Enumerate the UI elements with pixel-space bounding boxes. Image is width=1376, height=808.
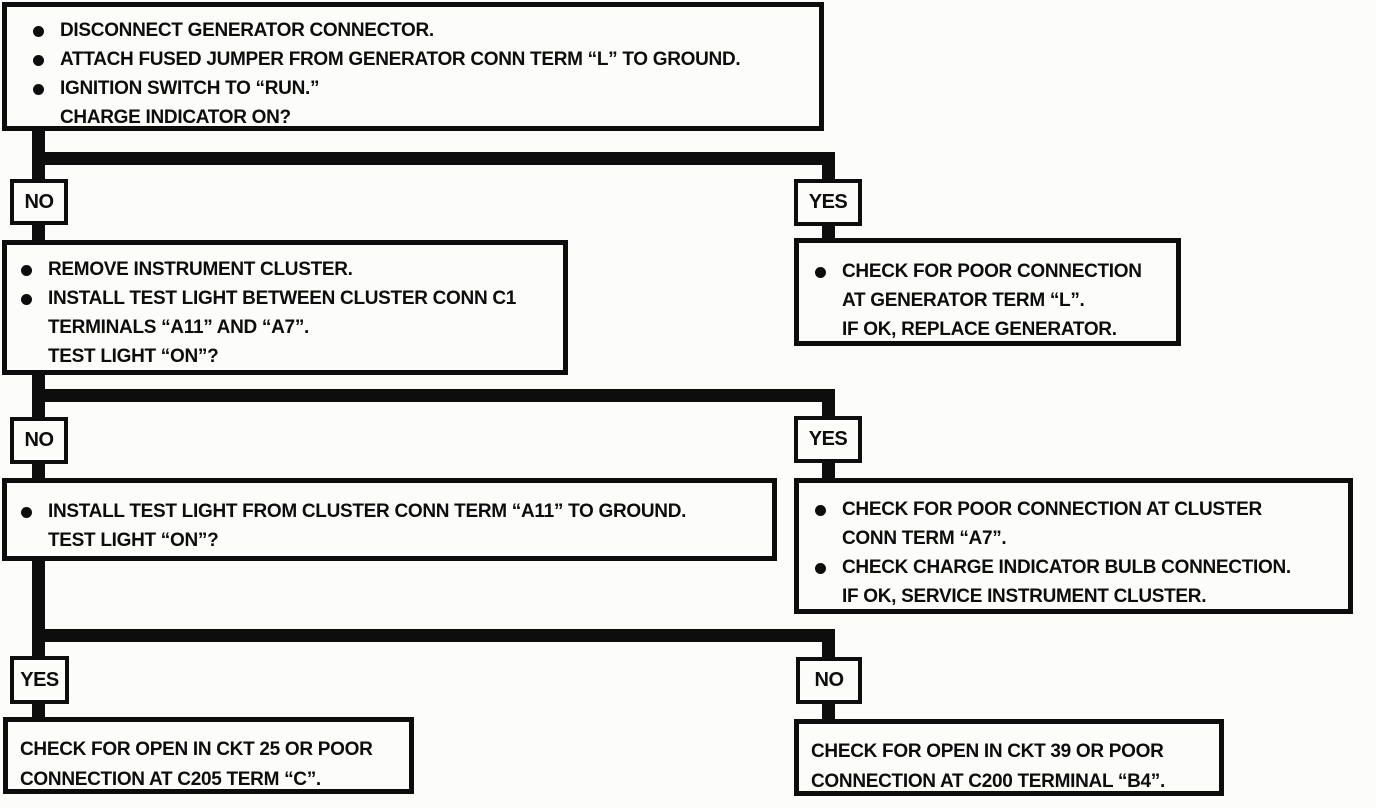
connector-yes2-to-result2: [822, 463, 835, 480]
branch3-yes-label: YES: [10, 656, 69, 704]
connector-drop-bar3-right: [822, 629, 835, 659]
text-line: CHECK FOR OPEN IN CKT 39 OR POOR: [811, 741, 1164, 762]
text-line: CHARGE INDICATOR ON?: [60, 107, 291, 128]
step-item: CHECK FOR POOR CONNECTION AT GENERATOR T…: [799, 257, 1176, 344]
text-line: TEST LIGHT “ON”?: [48, 346, 219, 367]
text-line: TERMINALS “A11” AND “A7”.: [48, 317, 309, 338]
text-line: INSTALL TEST LIGHT BETWEEN CLUSTER CONN …: [48, 288, 517, 309]
connector-no1-to-step2: [32, 225, 45, 243]
connector-bar-2: [32, 389, 835, 402]
connector-no3-to-result-ckt39: [822, 704, 835, 721]
bullet-icon: [815, 505, 826, 516]
connector-drop-step3-left: [32, 561, 45, 658]
bullet-icon: [21, 265, 32, 276]
connector-drop-bar1-right: [822, 152, 835, 181]
result-yes1-box: CHECK FOR POOR CONNECTION AT GENERATOR T…: [794, 238, 1181, 346]
branch3-no-label: NO: [796, 657, 862, 704]
text-line: CHECK CHARGE INDICATOR BULB CONNECTION.: [842, 557, 1291, 578]
bullet-icon: [21, 507, 32, 518]
text-line: IF OK, SERVICE INSTRUMENT CLUSTER.: [842, 586, 1207, 607]
result-yes2-box: CHECK FOR POOR CONNECTION AT CLUSTER CON…: [794, 478, 1353, 614]
no-label-text: NO: [814, 669, 845, 691]
step-item: REMOVE INSTRUMENT CLUSTER.: [7, 255, 563, 284]
bullet-icon: [33, 26, 44, 37]
text-line: AT GENERATOR TERM “L”.: [842, 290, 1085, 311]
connector-no2-to-step3: [32, 464, 45, 480]
text-line: TEST LIGHT “ON”?: [48, 530, 219, 551]
text-line: CHECK FOR POOR CONNECTION AT CLUSTER: [842, 499, 1262, 520]
result-ckt25-box: CHECK FOR OPEN IN CKT 25 OR POOR CONNECT…: [3, 717, 414, 794]
connector-yes1-to-result1: [822, 226, 835, 241]
text-line: DISCONNECT GENERATOR CONNECTOR.: [60, 20, 434, 41]
step-item: DISCONNECT GENERATOR CONNECTOR.: [7, 16, 819, 45]
step2-box: REMOVE INSTRUMENT CLUSTER. INSTALL TEST …: [2, 240, 568, 375]
text-line: CHECK FOR POOR CONNECTION: [842, 261, 1142, 282]
step-item: IGNITION SWITCH TO “RUN.” CHARGE INDICAT…: [7, 74, 819, 132]
bullet-icon: [815, 267, 826, 278]
yes-label-text: YES: [808, 191, 848, 213]
bullet-icon: [33, 84, 44, 95]
connector-drop-bar2-right: [822, 389, 835, 419]
text-line: CONN TERM “A7”.: [842, 528, 1007, 549]
text-line: IGNITION SWITCH TO “RUN.”: [60, 78, 320, 99]
branch2-yes-label: YES: [794, 416, 862, 463]
text-line: CHECK FOR OPEN IN CKT 25 OR POOR: [20, 739, 373, 760]
result-ckt39-box: CHECK FOR OPEN IN CKT 39 OR POOR CONNECT…: [794, 719, 1224, 796]
text-line: ATTACH FUSED JUMPER FROM GENERATOR CONN …: [60, 49, 741, 70]
bullet-icon: [815, 563, 826, 574]
yes-label-text: YES: [808, 428, 848, 450]
step3-box: INSTALL TEST LIGHT FROM CLUSTER CONN TER…: [2, 478, 777, 561]
step-item: ATTACH FUSED JUMPER FROM GENERATOR CONN …: [7, 45, 819, 74]
connector-yes3-to-result-ckt25: [32, 704, 45, 719]
step1-box: DISCONNECT GENERATOR CONNECTOR. ATTACH F…: [2, 2, 824, 131]
text-line: REMOVE INSTRUMENT CLUSTER.: [48, 259, 353, 280]
branch2-no-label: NO: [10, 417, 68, 464]
branch1-yes-label: YES: [794, 179, 862, 226]
text-line: IF OK, REPLACE GENERATOR.: [842, 319, 1117, 340]
connector-bar-3: [32, 629, 835, 642]
yes-label-text: YES: [20, 668, 59, 691]
text-line: INSTALL TEST LIGHT FROM CLUSTER CONN TER…: [48, 501, 687, 522]
text-line: CONNECTION AT C200 TERMINAL “B4”.: [811, 771, 1165, 792]
connector-bar-1: [32, 152, 835, 165]
no-label-text: NO: [24, 429, 55, 451]
step-item: CHECK FOR POOR CONNECTION AT CLUSTER CON…: [799, 495, 1348, 553]
step-item: INSTALL TEST LIGHT FROM CLUSTER CONN TER…: [7, 497, 772, 555]
text-line: CONNECTION AT C205 TERM “C”.: [20, 769, 321, 790]
bullet-icon: [21, 294, 32, 305]
no-label-text: NO: [24, 190, 55, 213]
step-item: CHECK CHARGE INDICATOR BULB CONNECTION. …: [799, 553, 1348, 611]
bullet-icon: [33, 55, 44, 66]
step-item: INSTALL TEST LIGHT BETWEEN CLUSTER CONN …: [7, 284, 563, 371]
branch1-no-label: NO: [10, 179, 68, 225]
